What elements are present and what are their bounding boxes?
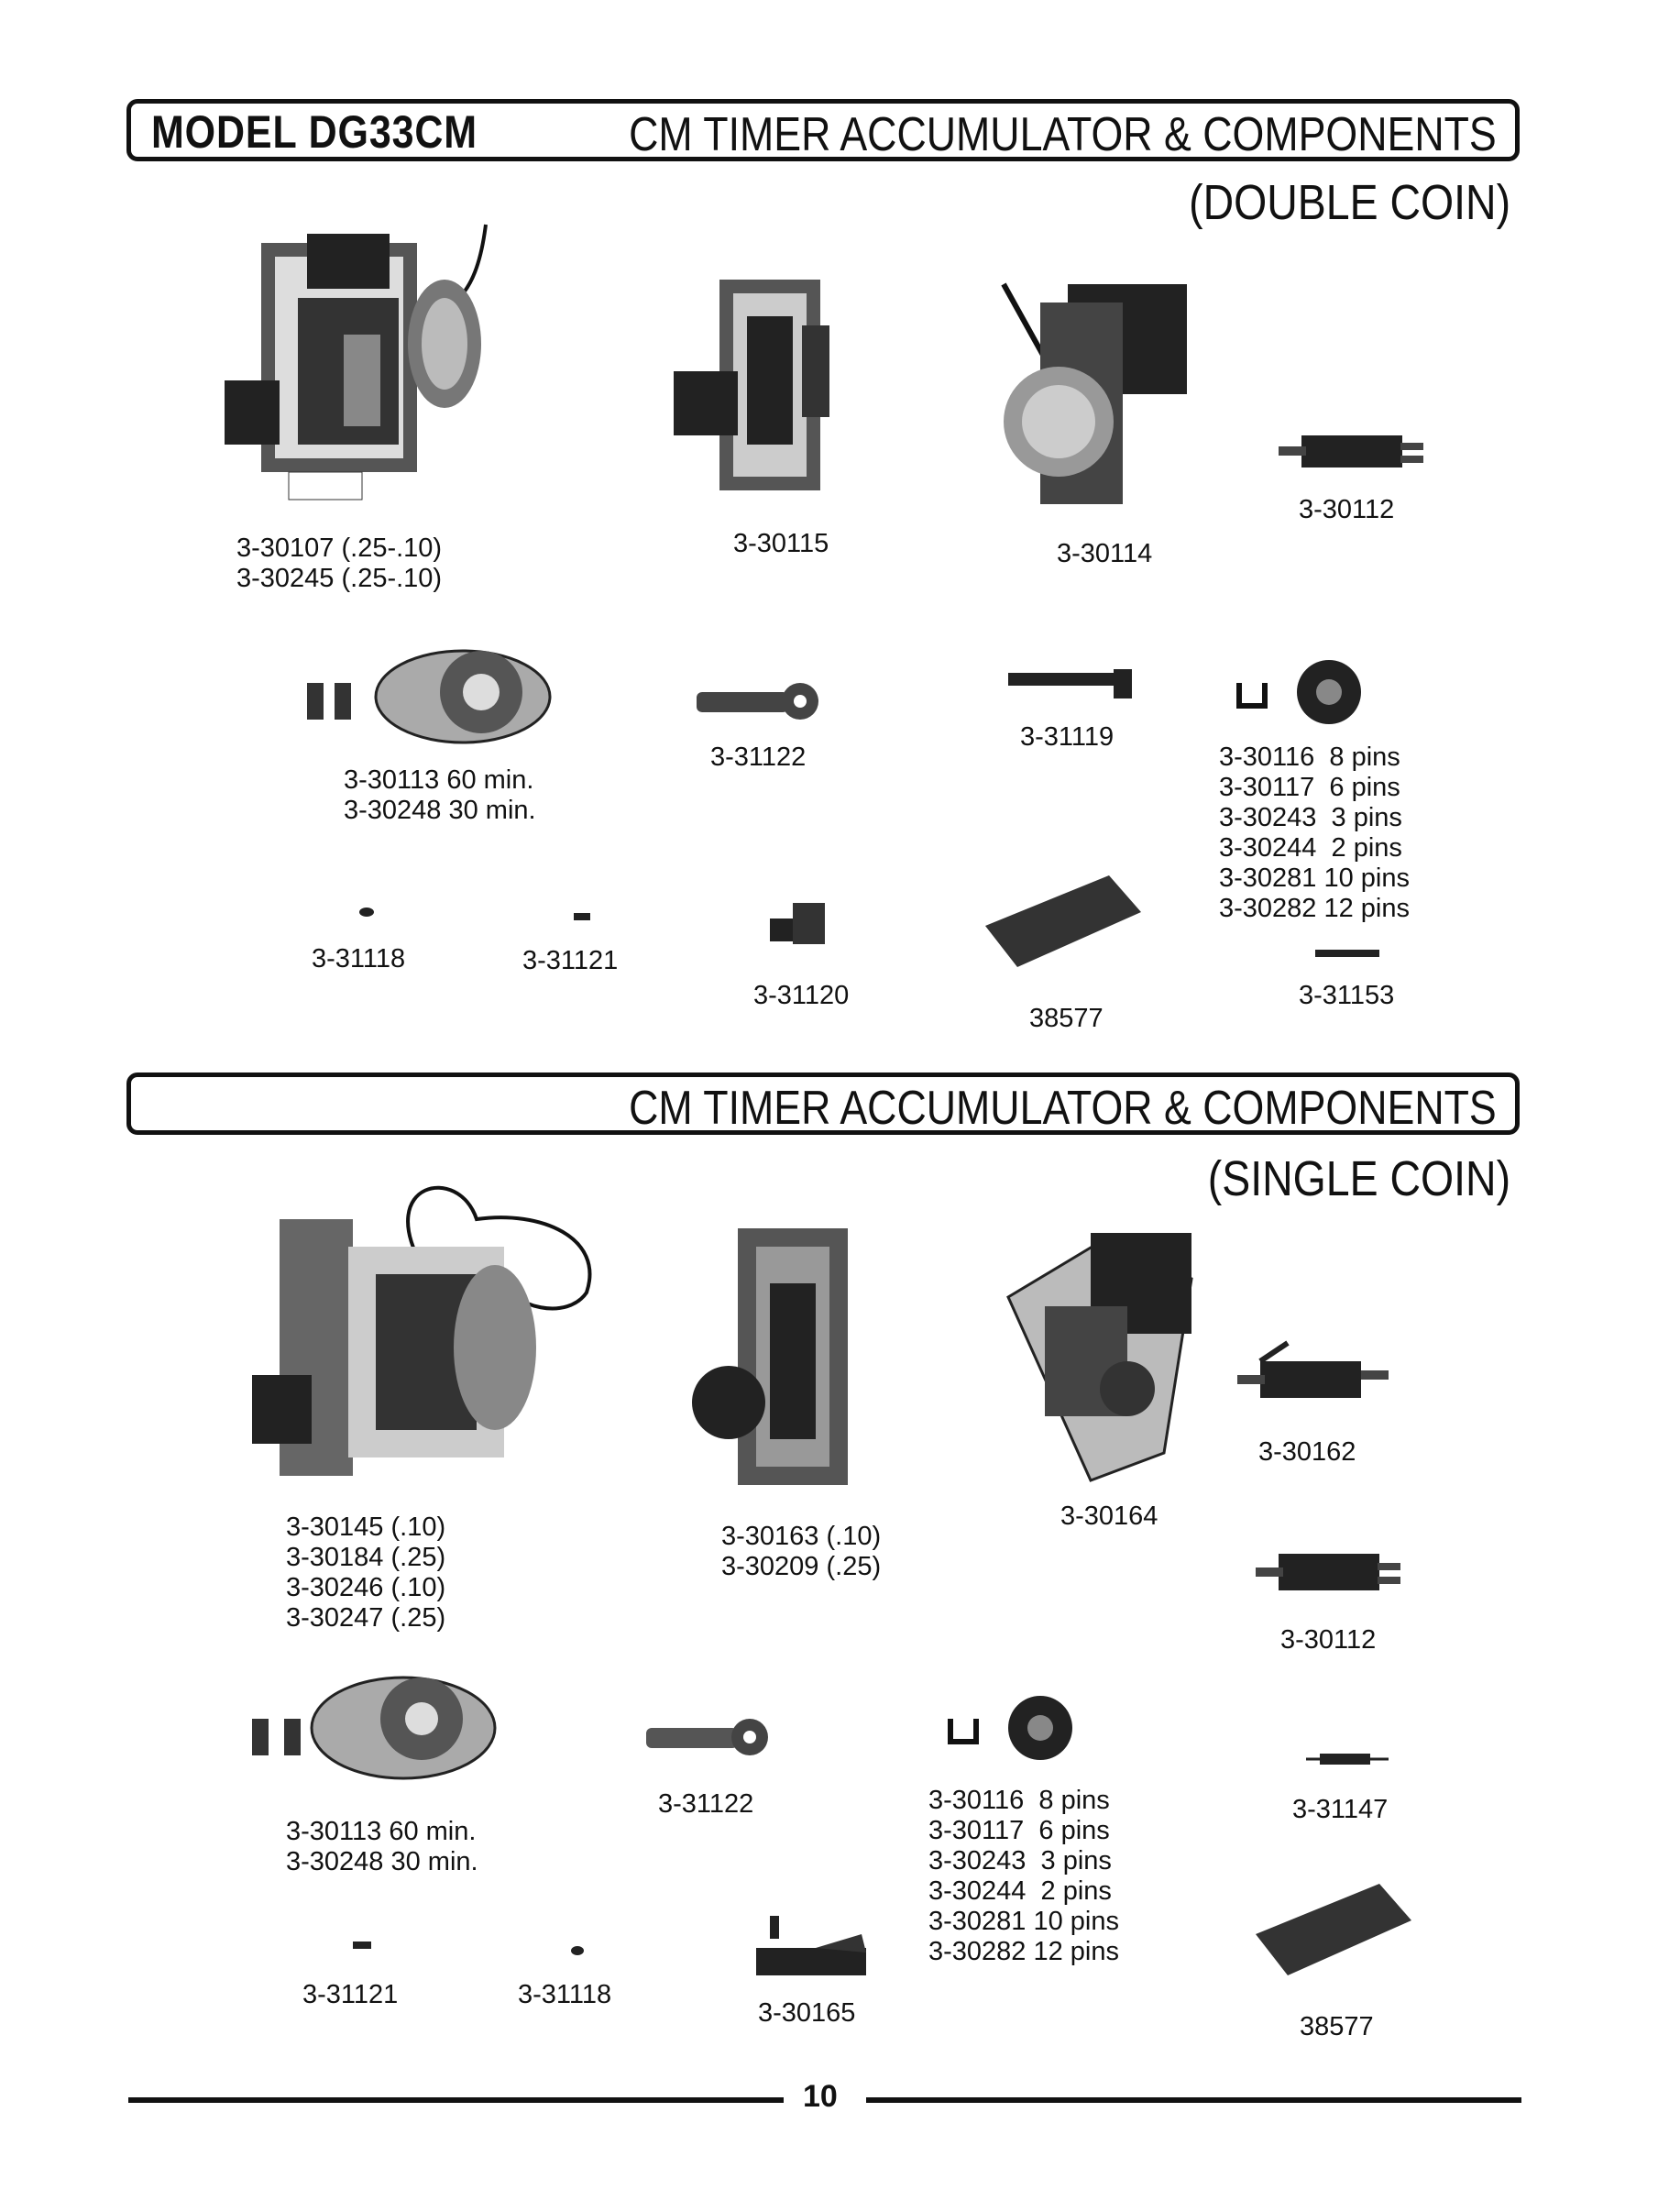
part-label-text: 3-30163 (.10) 3-30209 (.25) [721, 1522, 882, 1581]
timer-mechanism-single-image [1006, 1233, 1193, 1482]
small-spring-image [359, 908, 374, 917]
part-label-3-31119: 3-31119 [1020, 722, 1114, 753]
part-label-text: 3-30162 [1258, 1437, 1356, 1467]
part-label-3-31122-b: 3-31122 [658, 1789, 753, 1820]
section2-title: CM TIMER ACCUMULATOR & COMPONENTS [629, 1082, 1497, 1135]
spring-bar-image [1315, 950, 1379, 957]
part-label-cam-wheels-b: 3-30116 8 pins 3-30117 6 pins 3-30243 3 … [928, 1786, 1119, 1967]
magnet-block-image-2 [1256, 1884, 1411, 1975]
part-label-3-30114: 3-30114 [1057, 539, 1152, 569]
page-number: 10 [803, 2079, 838, 2114]
small-spring-image-2 [574, 913, 590, 920]
section2-header-box: CM TIMER ACCUMULATOR & COMPONENTS [126, 1072, 1520, 1135]
part-label-3-31122: 3-31122 [710, 742, 806, 773]
section1-header-box: MODEL DG33CM CM TIMER ACCUMULATOR & COMP… [126, 99, 1520, 161]
part-label-text: 3-30115 [733, 529, 829, 558]
part-label-text: 3-30113 60 min. 3-30248 30 min. [344, 765, 536, 825]
part-label-3-30145: 3-30145 (.10) 3-30184 (.25) 3-30246 (.10… [286, 1512, 445, 1634]
timer-assembly-single-image [252, 1185, 592, 1476]
part-label-text: 3-31118 [518, 1980, 612, 2009]
part-label-text: 3-30116 8 pins 3-30117 6 pins 3-30243 3 … [1219, 742, 1410, 923]
section1-subtitle: (DOUBLE COIN) [1189, 175, 1510, 230]
microswitch-lever-image [1237, 1340, 1389, 1398]
model-title: MODEL DG33CM [151, 106, 478, 158]
part-label-text: 3-30114 [1057, 539, 1153, 568]
part-label-cam-wheels: 3-30116 8 pins 3-30117 6 pins 3-30243 3 … [1219, 742, 1410, 924]
lever-image [697, 683, 818, 720]
part-label-text: 3-31122 [710, 742, 807, 772]
part-label-3-31153: 3-31153 [1299, 981, 1394, 1011]
section2-subtitle: (SINGLE COIN) [1207, 1151, 1510, 1206]
part-label-text: 3-31119 [1020, 722, 1115, 752]
timer-motor-switch-image [1001, 282, 1187, 504]
footer-rule-left [128, 2097, 784, 2103]
part-label-text: 3-31153 [1299, 981, 1395, 1010]
part-label-3-30162: 3-30162 [1258, 1437, 1356, 1468]
part-label-3-31121: 3-31121 [522, 946, 618, 976]
part-label-3-30115: 3-30115 [733, 529, 829, 559]
part-label-text: 3-31120 [753, 981, 850, 1010]
timer-motor-image [307, 649, 552, 744]
part-label-3-31121-b: 3-31121 [302, 1980, 398, 2010]
timer-motor-image-2 [252, 1676, 497, 1780]
lever-image-2 [646, 1719, 768, 1755]
magnet-block-image [985, 875, 1141, 967]
part-label-text: 3-30107 (.25-.10) 3-30245 (.25-.10) [236, 534, 443, 593]
cam-pin-wheel-image [1236, 660, 1361, 724]
part-label-text: 3-30164 [1060, 1502, 1158, 1531]
part-label-text: 3-31147 [1292, 1795, 1389, 1824]
part-label-text: 3-31121 [522, 946, 619, 975]
part-label-3-30112: 3-30112 [1299, 495, 1394, 525]
part-label-3-31118: 3-31118 [312, 944, 405, 974]
section1-title: CM TIMER ACCUMULATOR & COMPONENTS [629, 108, 1497, 161]
part-label-3-30164: 3-30164 [1060, 1502, 1158, 1532]
part-label-text: 3-30165 [758, 1998, 856, 2028]
part-label-text: 38577 [1300, 2012, 1374, 2041]
part-label-38577-b: 38577 [1300, 2012, 1374, 2042]
footer-rule-right [866, 2097, 1521, 2103]
accumulator-double-image [674, 280, 829, 490]
timer-assembly-double-image [225, 224, 488, 500]
small-spring-image-3 [353, 1942, 371, 1949]
small-bracket-image [770, 903, 825, 944]
part-label-text: 3-31122 [658, 1789, 754, 1819]
part-label-text: 3-30116 8 pins 3-30117 6 pins 3-30243 3 … [928, 1786, 1119, 1966]
part-label-text: 3-30113 60 min. 3-30248 30 min. [286, 1817, 478, 1876]
part-label-3-30113-b: 3-30113 60 min. 3-30248 30 min. [286, 1817, 478, 1877]
microswitch-image-2 [1256, 1554, 1400, 1590]
part-label-3-30112-b: 3-30112 [1280, 1625, 1376, 1656]
small-spring-image-4 [571, 1946, 584, 1955]
part-label-3-30107: 3-30107 (.25-.10) 3-30245 (.25-.10) [236, 534, 442, 594]
microswitch-image [1279, 435, 1423, 468]
part-label-3-30165: 3-30165 [758, 1998, 855, 2029]
part-label-text: 3-31118 [312, 944, 406, 974]
bracket-strip-image [1008, 669, 1132, 698]
part-label-text: 3-31121 [302, 1980, 399, 2009]
part-label-text: 38577 [1029, 1004, 1104, 1033]
part-label-text: 3-30112 [1280, 1625, 1377, 1655]
part-label-text: 3-30145 (.10) 3-30184 (.25) 3-30246 (.10… [286, 1512, 446, 1633]
part-label-3-31147: 3-31147 [1292, 1795, 1388, 1825]
part-label-text: 3-30112 [1299, 495, 1395, 524]
part-label-3-30113: 3-30113 60 min. 3-30248 30 min. [344, 765, 536, 826]
part-label-3-31118-b: 3-31118 [518, 1980, 611, 2010]
cam-pin-wheel-image-2 [948, 1696, 1072, 1760]
clip-bracket-image [756, 1916, 866, 1975]
accumulator-single-image [692, 1228, 848, 1485]
spring-bar-image-2 [1306, 1754, 1389, 1765]
part-label-3-31120: 3-31120 [753, 981, 849, 1011]
part-label-3-30163: 3-30163 (.10) 3-30209 (.25) [721, 1522, 881, 1582]
part-label-38577: 38577 [1029, 1004, 1104, 1034]
